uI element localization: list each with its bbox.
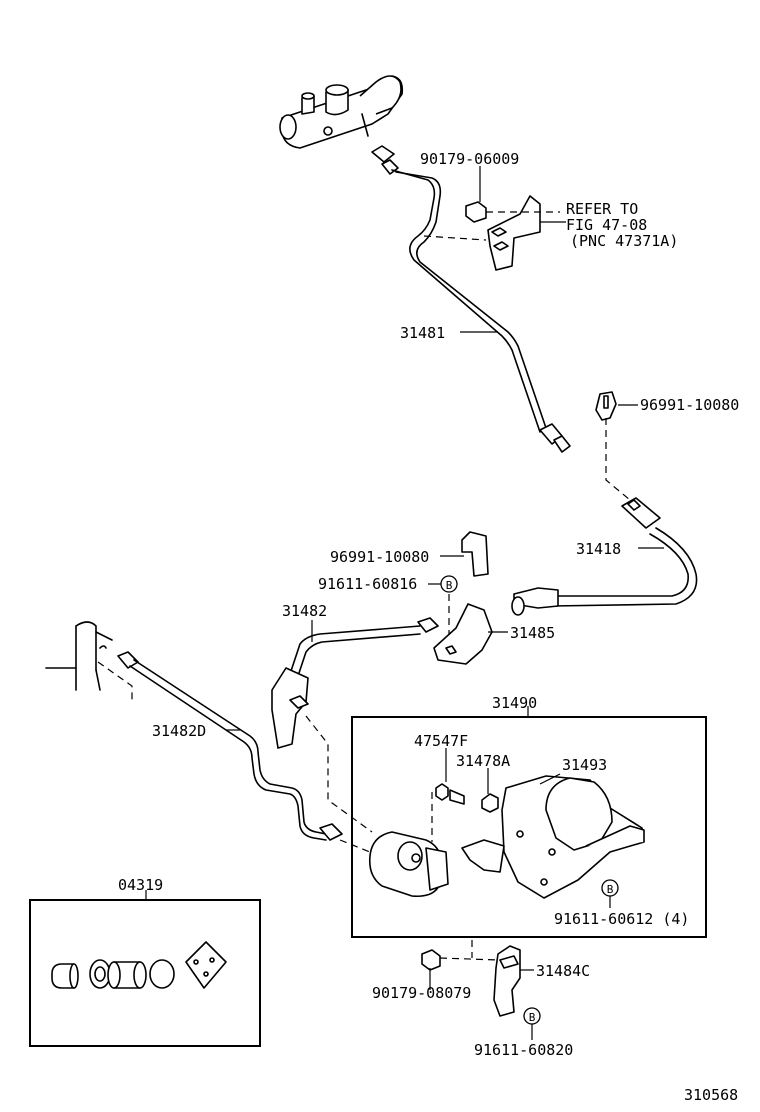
clutch-line-31482D [117,651,343,841]
refer-bracket [487,195,541,271]
refer-note-line3: (PNC 47371A) [570,232,678,250]
refer-note-line2: FIG 47-08 [566,216,647,234]
repair-kit-box [29,899,261,1047]
flexible-hose-31418 [511,497,698,616]
bleeder-47547F [435,783,465,805]
callout-31490: 31490 [492,694,537,712]
bolt-marker-91611-60612-symbol: B [607,883,614,896]
bolt-marker-91611-60816-symbol: B [446,579,453,592]
callout-47547F: 47547F [414,732,468,750]
bracket-31484C [493,945,521,1017]
refer-note-line1: REFER TO [566,200,638,218]
callout-31481: 31481 [400,324,445,342]
callout-31485: 31485 [510,624,555,642]
callout-91611-60816: 91611-60816 [318,575,417,593]
callout-96991-10080-mid: 96991-10080 [330,548,429,566]
callout-90179-08079: 90179-08079 [372,984,471,1002]
bracket-small [461,839,505,873]
callout-90179-06009: 90179-06009 [420,150,519,168]
bracket-31485 [433,603,493,665]
release-cylinder [368,831,449,898]
clutch-master-cylinder [279,75,404,149]
bracket-31493 [501,775,645,899]
clip-96991-10080-top [595,391,617,421]
callout-91611-60820: 91611-60820 [474,1041,573,1059]
repair-kit-parts [51,941,227,989]
clip-96991-10080-mid [461,531,489,577]
callout-91611-60612: 91611-60612 (4) [554,910,689,928]
clutch-line-31482 [271,617,439,749]
callout-31484C: 31484C [536,962,590,980]
cap-31478A [481,793,499,813]
callout-31482D: 31482D [152,722,206,740]
release-cylinder-assembly-box [351,716,707,938]
callout-31482: 31482 [282,602,327,620]
callout-31478A: 31478A [456,752,510,770]
callout-31493: 31493 [562,756,607,774]
nut-90179-06009 [465,201,487,223]
page-code: 310568 [684,1086,738,1104]
callout-96991-10080-top: 96991-10080 [640,396,739,414]
nut-90179-08079 [421,949,441,971]
bolt-marker-91611-60820-symbol: B [529,1011,536,1024]
body-structure [45,621,133,702]
callout-04319: 04319 [118,876,163,894]
callout-31418: 31418 [576,540,621,558]
clutch-line-31481 [371,145,571,453]
